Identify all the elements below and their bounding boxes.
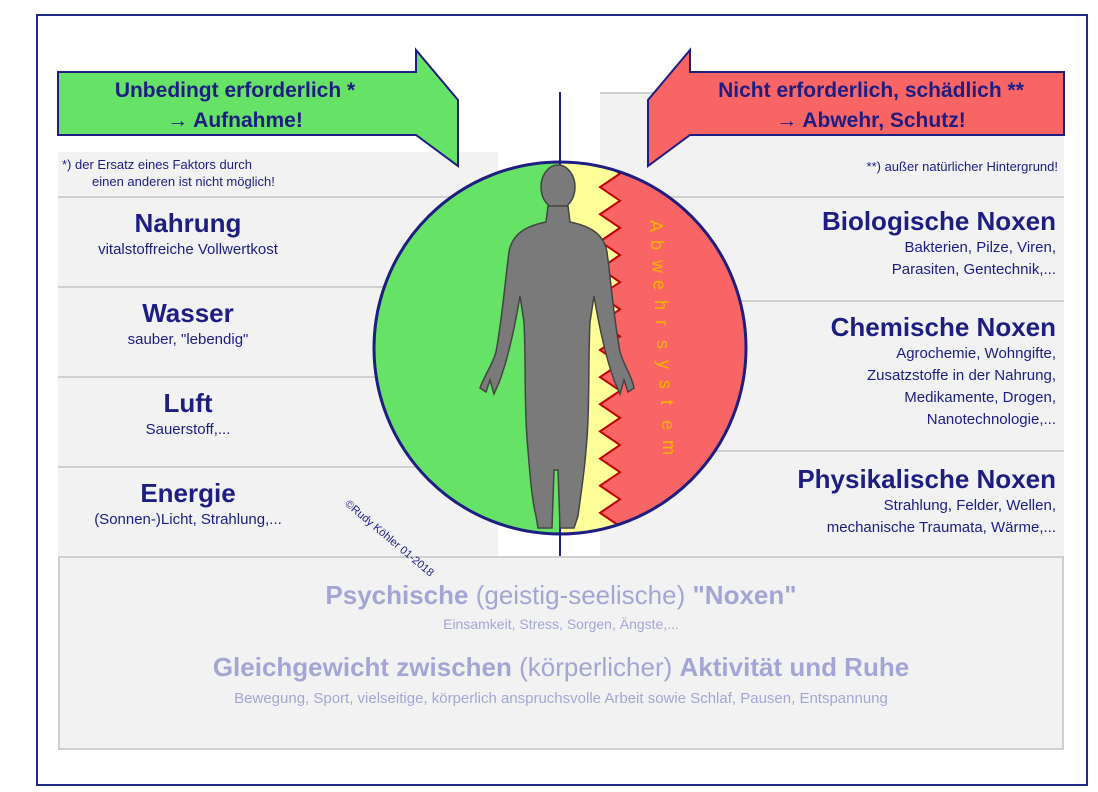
left-sign-text: Unbedingt erforderlich * → Aufnahme! (60, 76, 410, 136)
left-note-line1: *) der Ersatz eines Faktors durch (62, 156, 362, 173)
item-chem-title: Chemische Noxen (740, 312, 1056, 343)
item-chem-line1: Agrochemie, Wohngifte, (740, 343, 1056, 365)
item-phys-line1: Strahlung, Felder, Wellen, (740, 495, 1056, 517)
balance-sub: Bewegung, Sport, vielseitige, körperlich… (58, 690, 1064, 707)
defense-letter: s (656, 380, 676, 389)
psych-heading: Psychische (geistig-seelische) "Noxen" (58, 580, 1064, 611)
balance-bold2: Aktivität und Ruhe (680, 652, 910, 682)
defense-letter: e (650, 280, 670, 290)
item-chem-line4: Nanotechnologie,... (740, 409, 1056, 431)
left-sign-line1: Unbedingt erforderlich * (60, 76, 410, 106)
balance-normal: (körperlicher) (519, 652, 672, 682)
item-bio-line2: Parasiten, Gentechnik,... (740, 259, 1056, 281)
item-nahrung-sub: vitalstoffreiche Vollwertkost (58, 239, 318, 261)
psych-normal: (geistig-seelische) (476, 580, 686, 610)
item-wasser-title: Wasser (58, 298, 318, 329)
defense-letter: t (657, 400, 677, 405)
item-chem-line2: Zusatzstoffe in der Nahrung, (740, 365, 1056, 387)
item-luft-sub: Sauerstoff,... (58, 419, 318, 441)
item-wasser: Wasser sauber, "lebendig" (58, 298, 318, 351)
item-energie-sub: (Sonnen-)Licht, Strahlung,... (58, 509, 318, 531)
item-luft: Luft Sauerstoff,... (58, 388, 318, 441)
item-wasser-sub: sauber, "lebendig" (58, 329, 318, 351)
item-bio-line1: Bakterien, Pilze, Viren, (740, 237, 1056, 259)
defense-letter: A (646, 220, 666, 232)
defense-letter: h (651, 300, 671, 310)
psych-quote: "Noxen" (692, 580, 796, 610)
left-sign-line2: → Aufnahme! (60, 106, 410, 136)
item-phys: Physikalische Noxen Strahlung, Felder, W… (740, 464, 1056, 539)
psych-bold: Psychische (325, 580, 468, 610)
item-chem: Chemische Noxen Agrochemie, Wohngifte, Z… (740, 312, 1056, 431)
item-energie-title: Energie (58, 478, 318, 509)
balance-heading: Gleichgewicht zwischen (körperlicher) Ak… (58, 652, 1064, 683)
defense-letter: y (654, 360, 674, 369)
defense-letter: r (652, 320, 672, 326)
item-energie: Energie (Sonnen-)Licht, Strahlung,... (58, 478, 318, 531)
psych-sub: Einsamkeit, Stress, Sorgen, Ängste,... (58, 616, 1064, 632)
left-note-line2: einen anderen ist nicht möglich! (62, 173, 362, 190)
defense-letter: b (647, 240, 667, 250)
defense-letter: m (659, 440, 679, 455)
item-bio: Biologische Noxen Bakterien, Pilze, Vire… (740, 206, 1056, 281)
right-note: **) außer natürlicher Hintergrund! (780, 158, 1058, 175)
defense-letter: s (653, 340, 673, 349)
item-chem-line3: Medikamente, Drogen, (740, 387, 1056, 409)
right-sign-text: Nicht erforderlich, schädlich ** → Abweh… (676, 76, 1066, 136)
item-phys-title: Physikalische Noxen (740, 464, 1056, 495)
right-sign-line1: Nicht erforderlich, schädlich ** (676, 76, 1066, 106)
defense-letter: w (648, 259, 668, 274)
right-sign-line2: → Abwehr, Schutz! (676, 106, 1066, 136)
item-luft-title: Luft (58, 388, 318, 419)
left-note: *) der Ersatz eines Faktors durch einen … (62, 156, 362, 190)
balance-bold1: Gleichgewicht zwischen (213, 652, 512, 682)
item-phys-line2: mechanische Traumata, Wärme,... (740, 517, 1056, 539)
item-nahrung: Nahrung vitalstoffreiche Vollwertkost (58, 208, 318, 261)
item-bio-title: Biologische Noxen (740, 206, 1056, 237)
defense-letter: e (658, 420, 678, 430)
item-nahrung-title: Nahrung (58, 208, 318, 239)
